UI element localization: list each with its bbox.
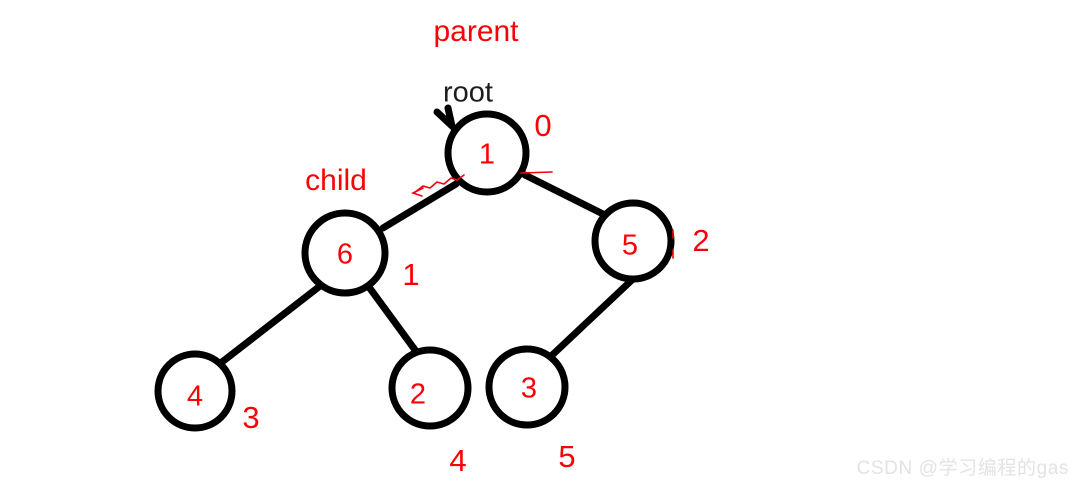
parent-dash-mark [520,171,553,174]
index-label-node-3: 5 [558,439,575,474]
node-6-value: 6 [337,239,353,271]
annotation-group: parent root child [305,15,519,197]
node-2-circle[interactable] [388,346,472,430]
edge-6-to-2 [362,279,422,358]
node-2[interactable]: 2 [388,346,472,430]
node-1-value: 1 [479,139,495,171]
edge-root-to-child-5 [521,171,611,220]
node-1-circle[interactable] [444,110,530,196]
edge-root-to-child-6 [379,180,460,232]
edge-6-to-4 [218,282,324,366]
node-group: 1 6 5 4 2 3 [154,110,675,432]
index-label-node-1: 0 [534,108,551,143]
node-5-circle[interactable] [591,199,675,283]
index-label-group: 0 1 2 3 4 5 [242,108,709,478]
edge-group [218,171,652,366]
red-hint-group [410,171,674,259]
annotation-parent: parent [433,15,519,48]
index-label-node-5: 2 [692,223,709,258]
node-1[interactable]: 1 [444,110,530,196]
node-6[interactable]: 6 [301,209,389,297]
csdn-watermark: CSDN @学习编程的gas [856,458,1069,479]
node-3-value: 3 [521,373,537,405]
annotation-root: root [443,77,493,109]
node-3-circle[interactable] [485,345,569,429]
node-2-value: 2 [410,379,426,411]
edge-3-to-5 [544,274,638,363]
node-5-value: 5 [622,230,638,262]
node-6-circle[interactable] [301,209,389,297]
index-label-node-4: 3 [242,400,259,435]
node-4-circle[interactable] [154,350,236,432]
index-label-node-2: 4 [449,443,466,478]
child-arrow-mark [413,174,465,194]
node-4-value: 4 [187,381,203,413]
child-arrowhead-mark [410,187,424,197]
node-5[interactable]: 5 [591,199,675,283]
root-pointer-arrowhead-icon [433,104,458,137]
node-4[interactable]: 4 [154,350,236,432]
node-3[interactable]: 3 [485,345,569,429]
index-label-node-6: 1 [402,257,419,292]
annotation-child: child [305,164,367,197]
